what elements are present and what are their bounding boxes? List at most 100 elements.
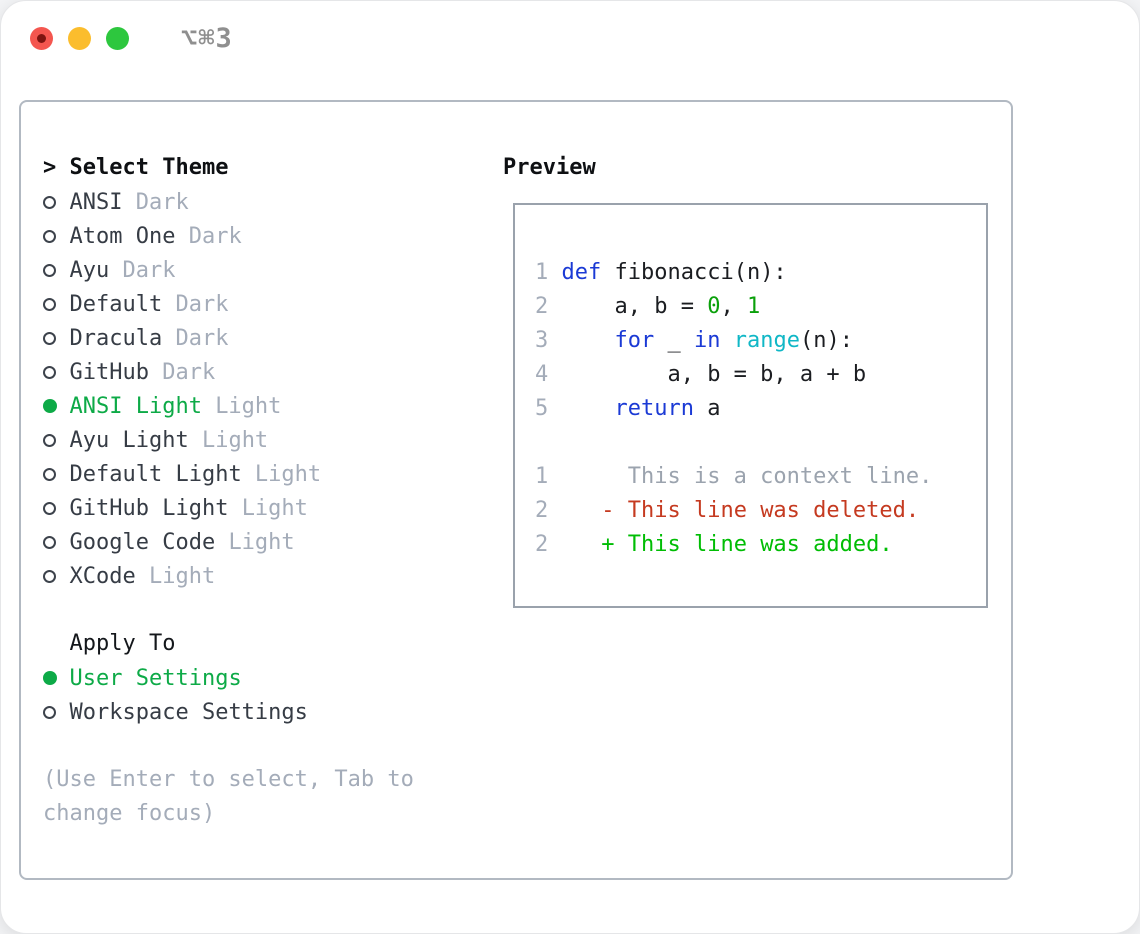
select-theme-header: > Select Theme bbox=[43, 151, 414, 185]
option-tag: Dark bbox=[135, 189, 189, 215]
code-token: _ bbox=[654, 328, 694, 353]
code-token: range bbox=[733, 328, 800, 353]
theme-selector-column: > Select Theme ANSI Dark Atom One Dark A… bbox=[43, 151, 414, 831]
code-token bbox=[562, 532, 602, 557]
code-token bbox=[562, 498, 602, 523]
radio-icon bbox=[43, 365, 56, 379]
code-token: return bbox=[614, 396, 694, 421]
code-token bbox=[562, 328, 615, 353]
code-token: This is a context line. bbox=[561, 464, 933, 489]
apply-option-workspace-settings[interactable]: Workspace Settings bbox=[43, 695, 414, 729]
code-token bbox=[720, 328, 733, 353]
option-label: Ayu bbox=[69, 257, 110, 283]
line-number: 3 bbox=[535, 328, 549, 353]
option-label: GitHub bbox=[69, 359, 149, 385]
code-token: - This line was deleted. bbox=[601, 498, 920, 523]
line-number: 4 bbox=[535, 362, 549, 387]
theme-option-xcode[interactable]: XCode Light bbox=[43, 559, 414, 593]
radio-selected-icon bbox=[43, 399, 57, 413]
code-token: a, b = b, a + b bbox=[561, 362, 867, 387]
theme-list: ANSI Dark Atom One Dark Ayu Dark Default… bbox=[43, 185, 414, 593]
line-number: 2 bbox=[535, 498, 549, 523]
theme-option-ansi-light[interactable]: ANSI Light Light bbox=[43, 389, 414, 423]
preview-line: 2 a, b = 0, 1 bbox=[535, 290, 986, 324]
option-tag: Light bbox=[215, 393, 282, 419]
theme-option-ayu-light[interactable]: Ayu Light Light bbox=[43, 423, 414, 457]
apply-option-user-settings[interactable]: User Settings bbox=[43, 661, 414, 695]
code-token bbox=[562, 396, 615, 421]
line-number: 2 bbox=[535, 294, 549, 319]
hint-line-2: change focus) bbox=[43, 801, 216, 826]
zoom-button[interactable] bbox=[106, 27, 129, 50]
preview-column: Preview 1 def fibonacci(n): 2 a, b = 0, 1… bbox=[503, 151, 988, 608]
radio-icon bbox=[43, 433, 56, 447]
minimize-button[interactable] bbox=[68, 27, 91, 50]
option-tag: Light bbox=[254, 461, 322, 487]
preview-line: 1 This is a context line. bbox=[535, 460, 986, 494]
code-token: 0 bbox=[707, 294, 721, 319]
code-token: for bbox=[614, 328, 655, 353]
radio-icon bbox=[43, 297, 56, 311]
line-number: 1 bbox=[535, 464, 549, 489]
theme-option-google-code[interactable]: Google Code Light bbox=[43, 525, 414, 559]
radio-icon bbox=[43, 467, 56, 481]
code-token: (n): bbox=[799, 328, 853, 353]
line-number: 5 bbox=[535, 396, 549, 421]
option-tag: Light bbox=[201, 427, 269, 453]
radio-icon bbox=[43, 501, 56, 515]
radio-icon bbox=[43, 705, 56, 719]
hint-text: (Use Enter to select, Tab to change focu… bbox=[43, 763, 414, 831]
option-label: ANSI bbox=[69, 189, 123, 215]
code-token: fibonacci(n): bbox=[601, 260, 787, 285]
option-tag: Dark bbox=[122, 257, 176, 283]
window-titlebar: ⌥⌘3 bbox=[1, 1, 1139, 76]
preview-header: Preview bbox=[503, 155, 596, 180]
window-title-shortcut: ⌥⌘3 bbox=[181, 23, 233, 54]
theme-option-default-light[interactable]: Default Light Light bbox=[43, 457, 414, 491]
radio-icon bbox=[43, 263, 56, 277]
option-label: Default bbox=[69, 291, 163, 317]
code-token: , bbox=[720, 294, 747, 319]
option-tag: Dark bbox=[175, 291, 229, 317]
code-token: def bbox=[561, 260, 602, 285]
radio-icon bbox=[43, 229, 56, 243]
radio-icon bbox=[43, 331, 56, 345]
preview-line: 4 a, b = b, a + b bbox=[535, 358, 986, 392]
option-tag: Light bbox=[241, 495, 308, 521]
focus-caret-icon: > bbox=[43, 155, 57, 180]
line-number: 2 bbox=[535, 532, 549, 557]
option-label: XCode bbox=[69, 563, 136, 589]
option-label: Ayu Light bbox=[69, 427, 189, 453]
apply-to-list: User Settings Workspace Settings bbox=[43, 661, 414, 729]
preview-line: 2 + This line was added. bbox=[535, 528, 986, 562]
theme-option-github[interactable]: GitHub Dark bbox=[43, 355, 414, 389]
radio-icon bbox=[43, 569, 56, 583]
option-tag: Dark bbox=[175, 325, 229, 351]
theme-picker-panel: > Select Theme ANSI Dark Atom One Dark A… bbox=[19, 100, 1013, 880]
option-label: Dracula bbox=[69, 325, 163, 351]
close-button[interactable] bbox=[30, 27, 53, 50]
theme-option-dracula[interactable]: Dracula Dark bbox=[43, 321, 414, 355]
theme-option-atom-one[interactable]: Atom One Dark bbox=[43, 219, 414, 253]
diff-preview: 1 This is a context line. 2 - This line w… bbox=[535, 460, 986, 562]
option-label: Atom One bbox=[69, 223, 176, 249]
option-label: Workspace Settings bbox=[69, 699, 308, 725]
option-tag: Dark bbox=[162, 359, 216, 385]
code-token: + This line was added. bbox=[601, 532, 893, 557]
option-label: ANSI Light bbox=[69, 393, 202, 419]
theme-option-ayu[interactable]: Ayu Dark bbox=[43, 253, 414, 287]
option-label: Google Code bbox=[69, 529, 216, 555]
spacer bbox=[43, 593, 414, 627]
preview-line: 3 for _ in range(n): bbox=[535, 324, 986, 358]
theme-option-github-light[interactable]: GitHub Light Light bbox=[43, 491, 414, 525]
spacer bbox=[535, 426, 986, 460]
line-number: 1 bbox=[535, 260, 549, 285]
code-token: in bbox=[693, 328, 721, 353]
radio-selected-icon bbox=[43, 671, 57, 685]
radio-icon bbox=[43, 195, 56, 209]
theme-option-default[interactable]: Default Dark bbox=[43, 287, 414, 321]
theme-option-ansi[interactable]: ANSI Dark bbox=[43, 185, 414, 219]
option-tag: Light bbox=[148, 563, 216, 589]
preview-line: 5 return a bbox=[535, 392, 986, 426]
